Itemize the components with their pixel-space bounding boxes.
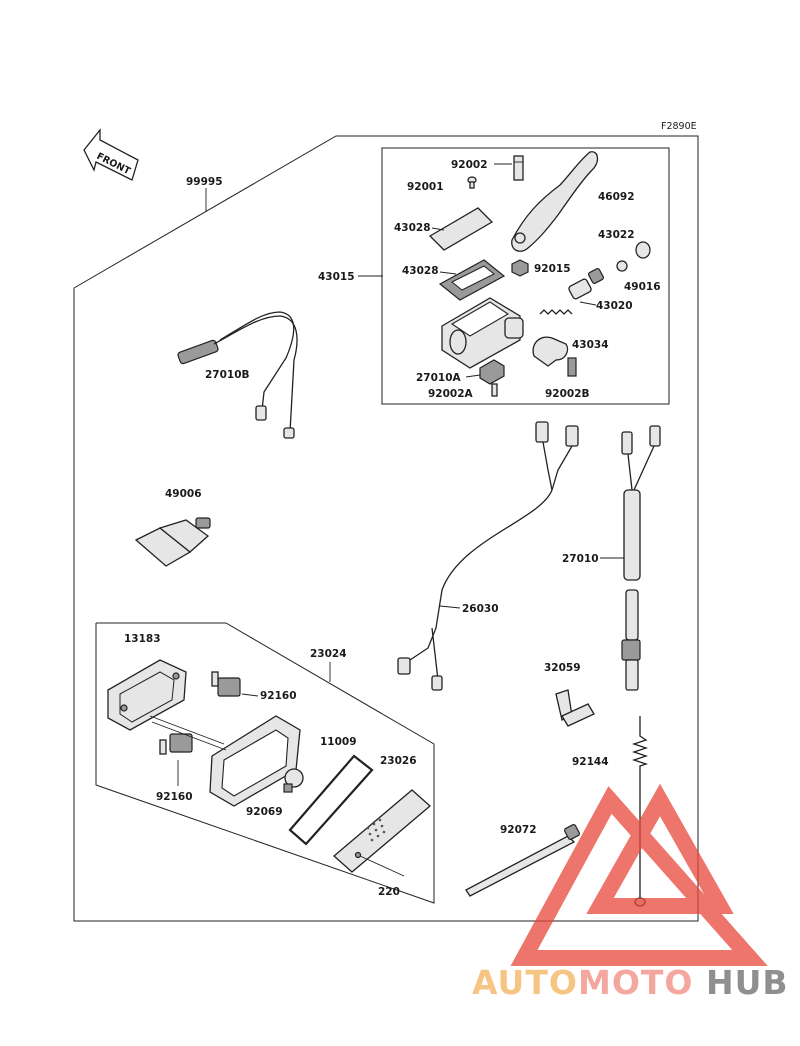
- label-46092: 46092: [598, 191, 635, 203]
- spring-92144: [631, 716, 649, 907]
- label-92015: 92015: [534, 263, 571, 275]
- label-23024: 23024: [310, 648, 347, 660]
- automotohub-watermark: AUTO MOTO HUB: [472, 783, 789, 1002]
- label-92001: 92001: [407, 181, 444, 193]
- label-49016: 49016: [624, 281, 661, 293]
- cap-43028: [428, 207, 494, 251]
- lens-23026: [333, 789, 431, 873]
- figure-code: F2890E: [661, 121, 697, 132]
- screw-92002A: [491, 383, 498, 397]
- grommet-92160-b: [159, 733, 193, 755]
- screw-92001: [467, 176, 477, 189]
- switch-27010: [621, 425, 661, 691]
- label-26030: 26030: [462, 603, 499, 615]
- harness-26030: [397, 421, 579, 691]
- label-43034: 43034: [572, 339, 609, 351]
- label-92072: 92072: [500, 824, 537, 836]
- socket-49006: [134, 517, 211, 567]
- front-arrow-icon: FRONT: [83, 128, 139, 181]
- label-220: 220: [378, 886, 400, 898]
- watermark-auto: AUTO: [472, 963, 578, 1002]
- bracket-32059: [555, 689, 595, 727]
- lamp-housing: [149, 715, 301, 807]
- switch-27010B: [177, 311, 298, 439]
- label-92144: 92144: [572, 756, 609, 768]
- label-92160-b: 92160: [156, 791, 193, 803]
- label-92002B: 92002B: [545, 388, 590, 400]
- lever-46092: [511, 151, 599, 252]
- nut-92015: [511, 259, 529, 277]
- label-92160-a: 92160: [260, 690, 297, 702]
- label-43028-b: 43028: [402, 265, 439, 277]
- label-92069: 92069: [246, 806, 283, 818]
- label-11009: 11009: [320, 736, 357, 748]
- label-43015: 43015: [318, 271, 355, 283]
- master-cylinder-body: [441, 297, 524, 369]
- piston-kit-43020: [539, 267, 605, 315]
- tail-lamp-frame: [95, 622, 435, 904]
- label-49006: 49006: [165, 488, 202, 500]
- screw-220: [354, 851, 405, 877]
- label-13183: 13183: [124, 633, 161, 645]
- label-99995: 99995: [186, 176, 223, 188]
- gasket-11009: [288, 754, 374, 846]
- bolt-92002B: [567, 357, 577, 377]
- holder-43034: [532, 336, 569, 367]
- label-43022: 43022: [598, 229, 635, 241]
- label-27010: 27010: [562, 553, 599, 565]
- bracket-13183: [107, 659, 187, 731]
- label-43020: 43020: [596, 300, 633, 312]
- kit-frame: [73, 135, 699, 922]
- label-92002A: 92002A: [428, 388, 474, 400]
- label-23026: 23026: [380, 755, 417, 767]
- label-92002: 92002: [451, 159, 488, 171]
- bulb-92069: [283, 768, 304, 793]
- bolt-92002: [513, 155, 524, 181]
- cable-tie-92072: [465, 823, 581, 897]
- label-43028-a: 43028: [394, 222, 431, 234]
- boot-43022: [616, 241, 651, 272]
- label-27010B: 27010B: [205, 369, 250, 381]
- watermark-moto: MOTO: [578, 963, 693, 1002]
- grommet-92160-a: [211, 671, 241, 697]
- switch-27010A: [479, 359, 505, 385]
- label-27010A: 27010A: [416, 372, 462, 384]
- label-32059: 32059: [544, 662, 581, 674]
- watermark-hub: HUB: [706, 963, 789, 1002]
